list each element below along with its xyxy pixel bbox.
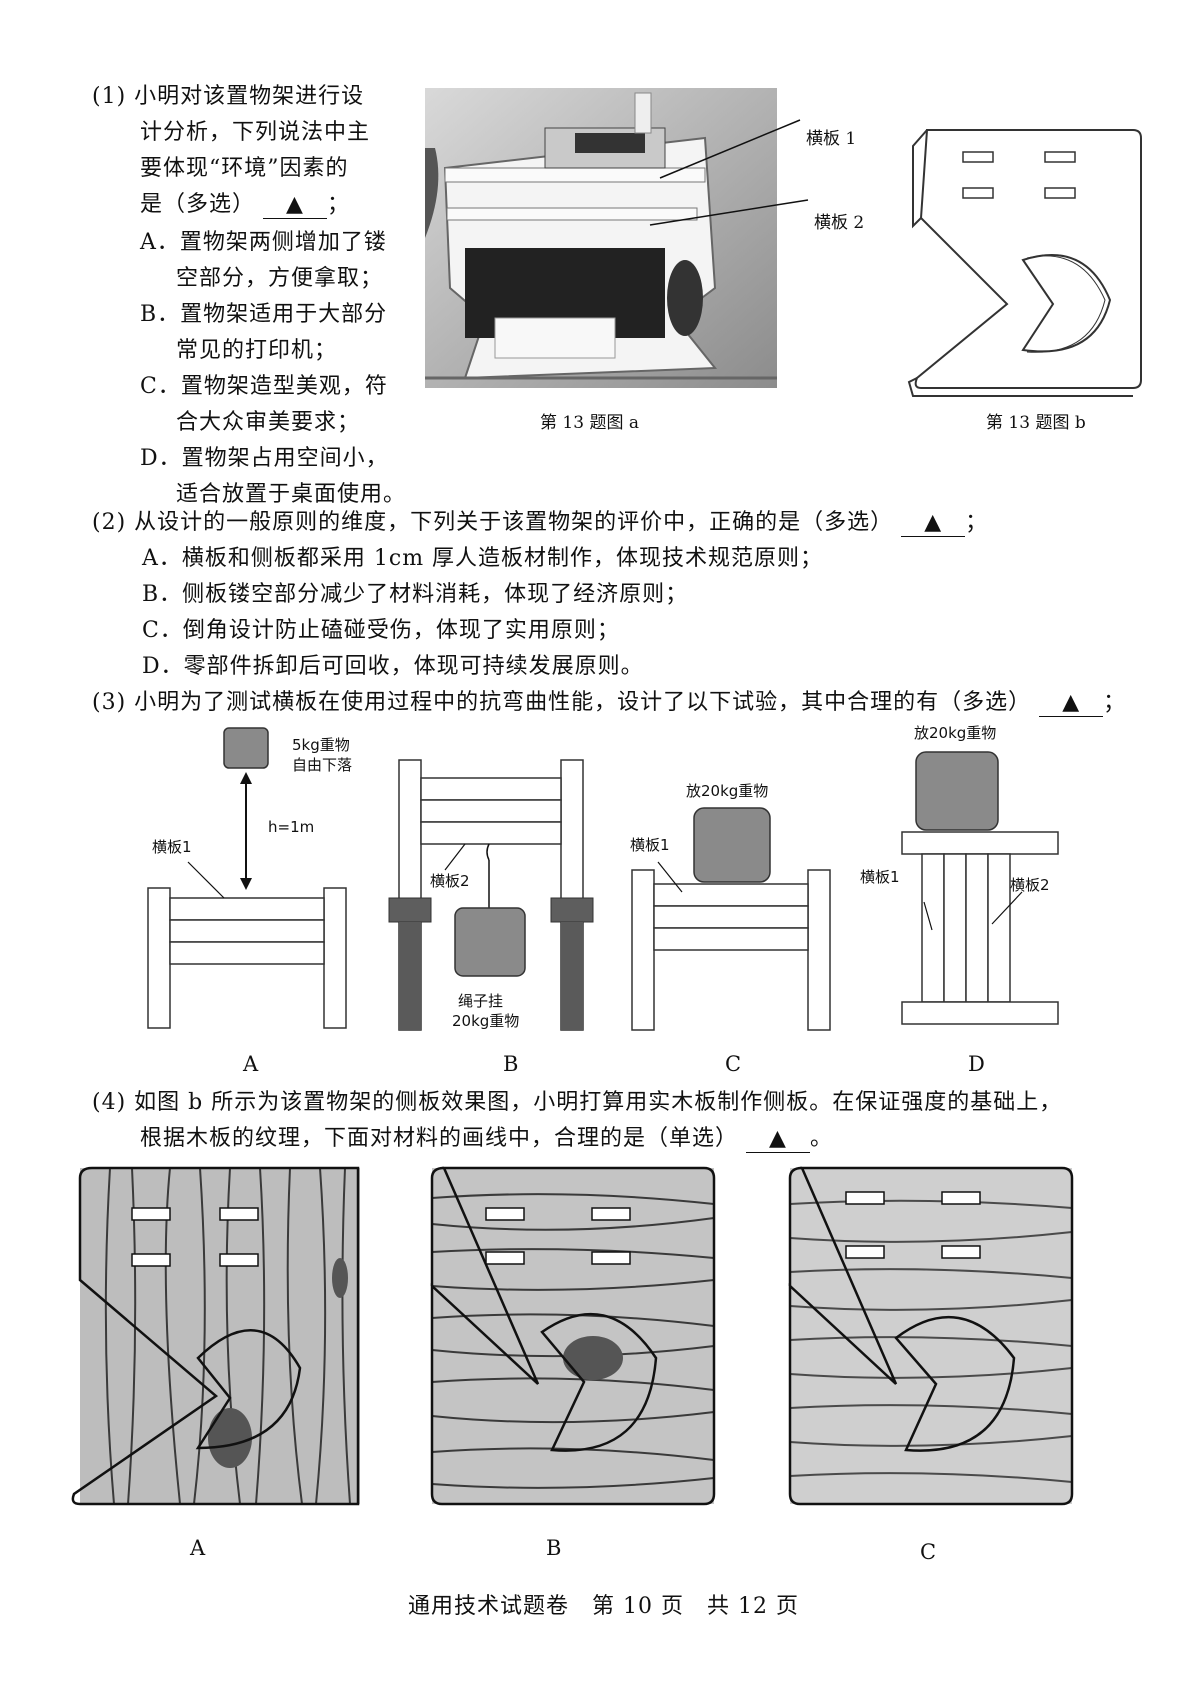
q3-a-weight-line1: 5kg重物 [292, 736, 350, 754]
q1-option-b-line2: 常见的打印机； [176, 338, 338, 363]
q3-d-board1-label: 横板1 [860, 868, 900, 886]
q2-stem: (2) 从设计的一般原则的维度，下列关于该置物架的评价中，正确的是（多选） ▲； [92, 510, 989, 537]
q3-d-weight-label: 放20kg重物 [914, 724, 997, 742]
q1-option-c-line2: 合大众审美要求； [176, 410, 361, 435]
q1-stem-line-3: 要体现“环境”因素的 [140, 156, 349, 181]
figure-a-leader-lines [649, 119, 809, 226]
q4-line-1: (4) 如图 b 所示为该置物架的侧板效果图，小明打算用实木板制作侧板。在保证强… [92, 1090, 1063, 1115]
figure-b-caption: 第 13 题图 b [986, 413, 1086, 433]
q1-stem-line-4: 是（多选） ▲； [140, 192, 351, 219]
q4-line-2: 根据木板的纹理，下面对材料的画线中，合理的是（单选） ▲。 [140, 1126, 834, 1153]
q3-a-weight-line2: 自由下落 [292, 756, 353, 774]
q4-wood-option-b [430, 1166, 716, 1506]
q1-option-b-line1: B．置物架适用于大部分 [140, 302, 388, 327]
q4-answer-blank[interactable]: ▲ [746, 1126, 811, 1153]
q1-option-d-line2: 适合放置于桌面使用。 [176, 482, 407, 507]
q1-option-a-line1: A．置物架两侧增加了镂 [140, 230, 387, 255]
q1-option-a-line2: 空部分，方便拿取； [176, 266, 384, 291]
q3-a-height-label: h=1m [268, 818, 315, 836]
q1-answer-blank[interactable]: ▲ [263, 192, 328, 219]
q4-wood-option-c [788, 1166, 1074, 1506]
q2-option-b: B．侧板镂空部分减少了材料消耗，体现了经济原则； [142, 582, 689, 607]
q3-diagram-a [147, 727, 347, 1029]
q2-option-d: D．零部件拆卸后可回收，体现可持续发展原则。 [142, 654, 644, 679]
figure-b-side-panel [907, 129, 1142, 397]
q4-letter-b: B [546, 1536, 562, 1560]
q1-stem-line-1: (1) 小明对该置物架进行设 [92, 84, 365, 109]
q3-d-board2-label: 横板2 [1010, 876, 1050, 894]
figure-a-caption: 第 13 题图 a [540, 413, 639, 433]
q3-diagram-d [901, 751, 1059, 1025]
q3-b-board-label: 横板2 [430, 872, 470, 890]
q3-b-weight-line1: 绳子挂 [458, 992, 504, 1010]
q1-stem-line-2: 计分析，下列说法中主 [140, 120, 371, 145]
page-footer: 通用技术试题卷 第 10 页 共 12 页 [408, 1594, 799, 1619]
q1-option-d-line1: D．置物架占用空间小， [140, 446, 389, 471]
q2-option-c: C．倒角设计防止磕碰受伤，体现了实用原则； [142, 618, 620, 643]
q3-c-letter: C [725, 1052, 742, 1076]
q3-diagram-c [631, 807, 831, 1031]
q4-letter-a: A [190, 1536, 206, 1560]
figure-a-photo [425, 88, 777, 388]
q3-answer-blank[interactable]: ▲ [1039, 690, 1104, 717]
figure-a-label-1: 横板 1 [806, 129, 857, 149]
q2-option-a: A．横板和侧板都采用 1cm 厚人造板材制作，体现技术规范原则； [142, 546, 824, 571]
q1-option-c-line1: C．置物架造型美观，符 [140, 374, 388, 399]
q3-a-board-label: 横板1 [152, 838, 192, 856]
q3-stem: (3) 小明为了测试横板在使用过程中的抗弯曲性能，设计了以下试验，其中合理的有（… [92, 690, 1127, 717]
q3-a-letter: A [243, 1052, 259, 1076]
q4-wood-option-a [71, 1166, 360, 1506]
q4-letter-c: C [920, 1540, 937, 1564]
q3-diagram-b [388, 759, 594, 1031]
q3-d-letter: D [968, 1052, 985, 1076]
q3-b-letter: B [503, 1052, 519, 1076]
q3-c-board-label: 横板1 [630, 836, 670, 854]
q2-answer-blank[interactable]: ▲ [901, 510, 966, 537]
figure-a-label-2: 横板 2 [814, 213, 865, 233]
q3-c-weight-label: 放20kg重物 [686, 782, 769, 800]
q3-b-weight-line2: 20kg重物 [452, 1012, 520, 1030]
